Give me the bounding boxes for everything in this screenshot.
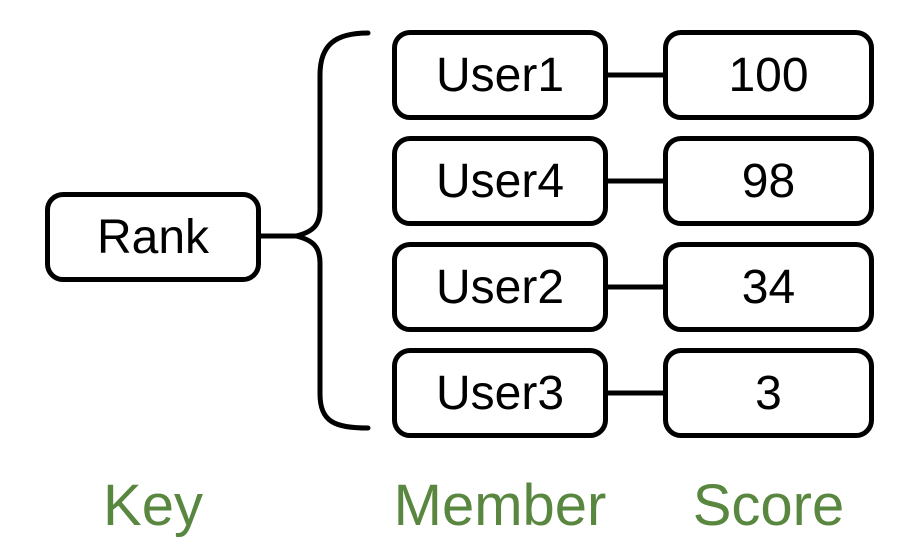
member-label: User3	[435, 366, 565, 420]
score-box: 98	[663, 136, 874, 226]
member-label: User4	[435, 154, 565, 208]
member-box: User4	[392, 136, 608, 226]
score-box: 34	[663, 242, 874, 332]
column-label-member: Member	[393, 473, 607, 538]
key-box: Rank	[45, 192, 261, 282]
column-label-key: Key	[103, 473, 203, 538]
member-box: User1	[392, 30, 608, 120]
score-value: 34	[741, 260, 796, 314]
key-box-label: Rank	[96, 210, 210, 264]
score-box: 3	[663, 348, 874, 438]
score-value: 98	[741, 154, 796, 208]
member-box: User2	[392, 242, 608, 332]
member-box: User3	[392, 348, 608, 438]
member-label: User2	[435, 260, 565, 314]
score-value: 100	[728, 48, 809, 102]
score-value: 3	[755, 366, 782, 420]
curly-brace-icon	[295, 30, 371, 431]
column-label-score: Score	[692, 473, 845, 538]
member-label: User1	[435, 48, 565, 102]
score-box: 100	[663, 30, 874, 120]
